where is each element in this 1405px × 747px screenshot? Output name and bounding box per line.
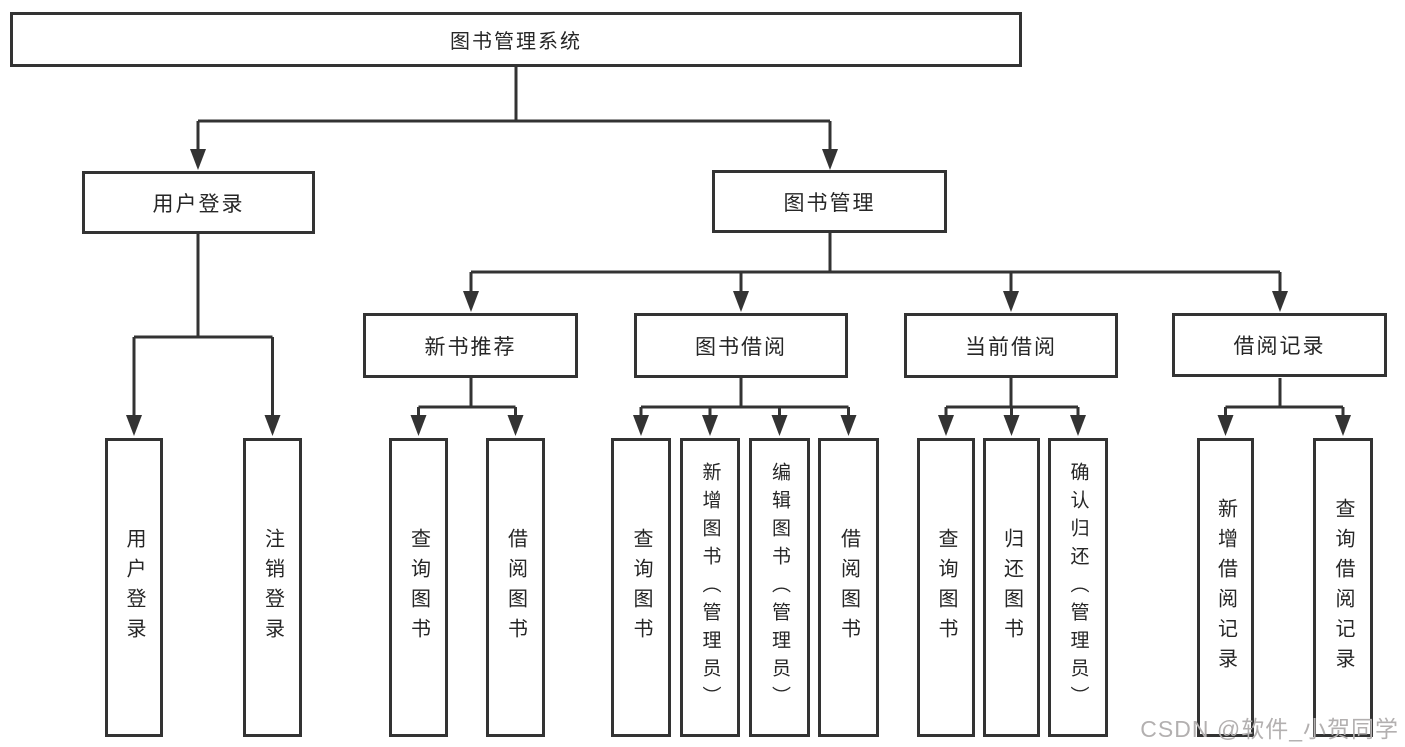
node-user-login: 用户登录 (82, 171, 315, 234)
node-label: 图书管理系统 (450, 31, 582, 53)
arrowhead (702, 415, 718, 436)
node-new-book-recommend: 新书推荐 (363, 313, 578, 378)
node-label: 用户登录 (152, 192, 245, 216)
node-label: 借阅图书 (837, 527, 860, 648)
arrowhead (822, 149, 838, 170)
leaf-borrow-book-recommend: 借阅图书 (486, 438, 545, 737)
node-label: 查询图书 (630, 527, 652, 648)
node-label: 确认归还（管理员） (1067, 461, 1089, 714)
arrowhead (507, 415, 524, 436)
leaf-add-book-admin: 新增图书（管理员） (680, 438, 740, 737)
arrowhead (410, 415, 427, 436)
leaf-edit-book-admin: 编辑图书（管理员） (749, 438, 810, 737)
arrowhead (1272, 291, 1288, 312)
arrowhead (1070, 415, 1086, 436)
node-label: 图书借阅 (695, 335, 787, 359)
node-label: 图书管理 (783, 191, 876, 215)
node-label: 用户登录 (123, 527, 145, 648)
leaf-logout: 注销登录 (243, 438, 302, 737)
leaf-confirm-return-admin: 确认归还（管理员） (1048, 438, 1108, 737)
arrowhead (633, 415, 649, 436)
node-label: 借阅图书 (504, 527, 527, 648)
node-borrow-records: 借阅记录 (1172, 313, 1387, 377)
arrowhead (771, 415, 788, 436)
node-book-borrowing: 图书借阅 (634, 313, 848, 378)
arrowhead (840, 415, 857, 436)
arrowhead (733, 291, 749, 312)
arrowhead (463, 291, 479, 312)
leaf-borrow-book: 借阅图书 (818, 438, 879, 737)
arrowhead (264, 415, 281, 436)
node-label: 新增图书（管理员） (699, 461, 721, 714)
node-label: 新书推荐 (424, 335, 517, 359)
node-label: 编辑图书（管理员） (769, 461, 790, 714)
node-label: 查询图书 (407, 527, 430, 648)
node-label: 归还图书 (1000, 527, 1023, 648)
node-label: 新增借阅记录 (1214, 497, 1237, 678)
node-label: 当前借阅 (965, 335, 1057, 359)
node-label: 借阅记录 (1233, 335, 1326, 358)
arrowhead (190, 149, 206, 170)
arrowhead (126, 415, 142, 436)
leaf-query-book-recommend: 查询图书 (389, 438, 448, 737)
leaf-add-borrow-record: 新增借阅记录 (1197, 438, 1254, 737)
node-root-system: 图书管理系统 (10, 12, 1022, 67)
leaf-query-book-current: 查询图书 (917, 438, 975, 737)
arrowhead (1003, 291, 1019, 312)
node-current-borrowing: 当前借阅 (904, 313, 1118, 378)
csdn-watermark: CSDN @软件_小贺同学 (1140, 716, 1399, 742)
arrowhead (1335, 415, 1351, 436)
node-label: 查询图书 (935, 527, 957, 648)
leaf-return-book: 归还图书 (983, 438, 1040, 737)
leaf-query-borrow-record: 查询借阅记录 (1313, 438, 1373, 737)
leaf-query-book-borrow: 查询图书 (611, 438, 671, 737)
leaf-user-login: 用户登录 (105, 438, 163, 737)
arrowhead (938, 415, 954, 436)
arrowhead (1217, 415, 1234, 436)
arrowhead (1003, 415, 1020, 436)
node-label: 查询借阅记录 (1332, 497, 1354, 678)
node-book-management: 图书管理 (712, 170, 947, 233)
node-label: 注销登录 (261, 527, 284, 648)
